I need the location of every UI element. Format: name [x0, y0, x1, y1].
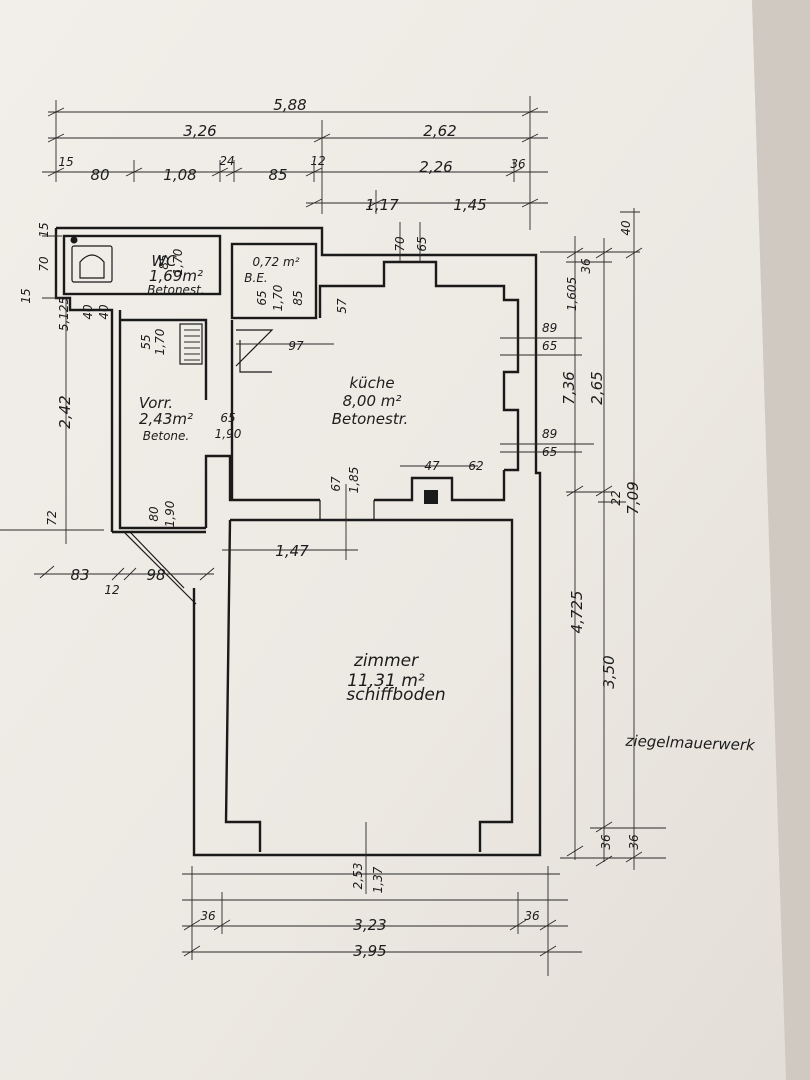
dim-wc-door-0: 85	[157, 254, 171, 269]
paper-edge-shadow	[752, 0, 810, 1080]
dim-lower-2: 36	[599, 834, 613, 850]
room-kueche-area: 8,00 m²	[343, 392, 402, 410]
dim-left-9: 12	[104, 583, 119, 597]
dim-bottom-1: 1,37	[371, 866, 385, 893]
dim-right-9: 7,09	[624, 481, 642, 514]
dim-row4-1: 1,45	[453, 196, 486, 214]
dim-row3-5: 12	[310, 154, 325, 168]
dim-zimmer-width: 1,47	[275, 542, 309, 560]
room-labels: WC 1,69m² Betonest. 0,72 m² B.E. küche 8…	[139, 252, 757, 754]
dim-left-10: 98	[146, 566, 165, 584]
dim-lower-3: 36	[627, 834, 641, 850]
dim-left-6: 2,42	[56, 395, 74, 428]
dim-row3-0: 15	[58, 155, 73, 169]
dim-bottom-2: 36	[200, 909, 216, 923]
dim-kb-0: 67	[329, 476, 343, 492]
dim-right-0: 36	[579, 258, 593, 274]
dim-left-4: 40	[81, 304, 95, 320]
dim-bottom-5: 3,95	[353, 942, 386, 960]
dim-vorr-4: 80	[147, 506, 161, 522]
dim-lower-1: 3,50	[600, 655, 618, 688]
room-vorr-floor: Betone.	[143, 429, 189, 443]
dim-kitchen-door-0: 57	[335, 298, 349, 314]
dim-bottom-3: 3,23	[353, 916, 386, 934]
dim-top-total: 5,88	[273, 96, 306, 114]
dim-left-1: 70	[37, 256, 51, 272]
dim-row3-7: 36	[510, 157, 526, 171]
dim-row4-0: 1,17	[365, 196, 399, 214]
room-vorr-name: Vorr.	[139, 394, 173, 412]
dim-right-1: 1,605	[565, 277, 579, 311]
drain-dot	[70, 236, 78, 244]
dim-top-left: 3,26	[183, 122, 216, 140]
room-zimmer-area: 11,31 m²	[347, 671, 425, 691]
dim-right-4: 89	[542, 321, 557, 335]
walls	[54, 226, 542, 857]
dim-right-8: 22	[609, 490, 623, 505]
dim-right-5: 65	[542, 339, 557, 353]
room-wc-area: 1,69m²	[149, 267, 203, 285]
dim-left-0: 15	[37, 222, 51, 237]
dim-be-door-2: 85	[291, 290, 305, 305]
dim-row3-4: 85	[268, 166, 287, 184]
dim-kitchen-door-1: 97	[288, 339, 304, 353]
dimension-lines	[0, 96, 666, 976]
dim-row3-3: 24	[219, 154, 234, 168]
dim-top-right: 2,62	[423, 122, 456, 140]
dim-be-door-0: 65	[255, 290, 269, 305]
dim-right-2: 7,36	[560, 371, 578, 404]
dim-wc-door-1: 1,70	[171, 248, 185, 275]
dim-kb-2: 47	[424, 459, 440, 473]
dim-vorr-1: 1,70	[153, 328, 167, 355]
room-be-area: 0,72 m²	[252, 255, 299, 269]
dim-bottom-4: 36	[524, 909, 540, 923]
room-zimmer-floor: schiffboden	[346, 685, 445, 705]
dim-be-door-1: 1,70	[271, 284, 285, 311]
room-kueche-floor: Betonestr.	[332, 410, 409, 428]
room-wc-name: WC	[151, 252, 177, 270]
dim-vorr-5: 1,90	[163, 500, 177, 527]
dim-left-7: 72	[45, 510, 59, 525]
dim-right-10: 40	[619, 220, 633, 236]
room-vorr-area: 2,43m²	[139, 410, 193, 428]
dim-bottom-0: 2,53	[351, 863, 365, 890]
fixtures	[70, 236, 438, 605]
dim-chimney-0: 70	[393, 236, 407, 252]
dim-row3-2: 1,08	[163, 166, 196, 184]
paper-sheet	[0, 0, 786, 1080]
dim-vorr-0: 55	[139, 334, 153, 349]
room-wc-floor: Betonest.	[147, 283, 204, 297]
dim-lower-0: 4,725	[568, 591, 586, 634]
dim-chimney-1: 65	[415, 236, 429, 251]
dim-vorr-2: 65	[220, 411, 235, 425]
dim-row3-6: 2,26	[419, 158, 452, 176]
room-kueche-name: küche	[349, 374, 394, 392]
dim-left-2: 15	[19, 288, 33, 303]
dim-kb-3: 62	[468, 459, 483, 473]
dim-left-3: 5,125	[57, 297, 71, 331]
dim-left-8: 83	[70, 566, 89, 584]
room-zimmer-name: zimmer	[353, 651, 419, 671]
dim-kb-1: 1,85	[347, 467, 361, 494]
dimension-labels: 5,88 3,26 2,62 15 80 1,08 24 85 12 2,26 …	[19, 96, 642, 960]
room-be-code: B.E.	[244, 271, 267, 285]
dim-vorr-3: 1,90	[215, 427, 242, 441]
dim-right-7: 65	[542, 445, 557, 459]
wall-material-note: ziegelmauerwerk	[624, 732, 756, 755]
dim-right-3: 2,65	[588, 371, 606, 404]
dim-right-6: 89	[542, 427, 557, 441]
chimney-flue	[424, 490, 438, 504]
dim-row3-1: 80	[90, 166, 109, 184]
dim-left-5: 40	[97, 304, 111, 320]
